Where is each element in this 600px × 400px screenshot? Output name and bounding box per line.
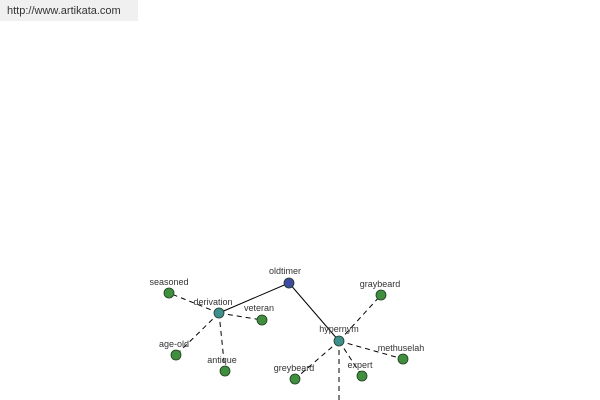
node-veteran[interactable]: veteran: [244, 303, 274, 326]
node-circle-derivation[interactable]: [213, 307, 225, 319]
node-circle-expert[interactable]: [356, 370, 368, 382]
node-label-expert: expert: [347, 360, 373, 370]
node-age-old[interactable]: age-old: [159, 339, 189, 361]
node-hypernym[interactable]: hypernym: [319, 324, 359, 347]
edge-hypernym-expert: [338, 340, 363, 377]
node-derivation[interactable]: derivation: [193, 297, 233, 319]
node-label-greybeard: greybeard: [274, 363, 315, 373]
edge-derivation-antique: [218, 312, 226, 372]
edge-derivation-age-old: [175, 312, 220, 356]
node-label-seasoned: seasoned: [149, 277, 188, 287]
edge-hypernym-methuselah: [338, 340, 404, 360]
node-methuselah[interactable]: methuselah: [378, 343, 425, 365]
node-oldtimer[interactable]: oldtimer: [269, 266, 301, 289]
node-circle-graybeard[interactable]: [375, 289, 387, 301]
edge-derivation-veteran: [218, 312, 263, 321]
node-circle-hypernym[interactable]: [333, 335, 345, 347]
node-graybeard[interactable]: graybeard: [360, 279, 401, 301]
source-bar: http://www.artikata.com: [0, 0, 138, 21]
source-link[interactable]: http://www.artikata.com: [7, 5, 121, 17]
node-label-oldtimer: oldtimer: [269, 266, 301, 276]
node-circle-methuselah[interactable]: [397, 353, 409, 365]
node-circle-seasoned[interactable]: [163, 287, 175, 299]
edge-oldtimer-hypernym: [288, 282, 340, 342]
node-label-graybeard: graybeard: [360, 279, 401, 289]
edge-oldtimer-derivation: [218, 282, 290, 314]
node-antique[interactable]: antique: [207, 355, 237, 377]
node-greybeard[interactable]: greybeard: [274, 363, 315, 385]
nodes-layer: oldtimer derivation hypernym seasoned vetera…: [149, 266, 425, 385]
node-circle-oldtimer[interactable]: [283, 277, 295, 289]
node-label-derivation: derivation: [193, 297, 232, 307]
edges-layer: [168, 282, 404, 400]
node-label-methuselah: methuselah: [378, 343, 425, 353]
node-expert[interactable]: expert: [347, 360, 373, 382]
node-label-hypernym: hypernym: [319, 324, 359, 334]
node-label-antique: antique: [207, 355, 237, 365]
node-label-age-old: age-old: [159, 339, 189, 349]
node-circle-antique[interactable]: [219, 365, 231, 377]
node-seasoned[interactable]: seasoned: [149, 277, 189, 299]
edge-hypernym-graybeard: [338, 294, 382, 342]
node-circle-veteran[interactable]: [256, 314, 268, 326]
edge-hypernym-greybeard: [294, 340, 340, 380]
node-circle-greybeard[interactable]: [289, 373, 301, 385]
node-label-veteran: veteran: [244, 303, 274, 313]
node-circle-age-old[interactable]: [170, 349, 182, 361]
